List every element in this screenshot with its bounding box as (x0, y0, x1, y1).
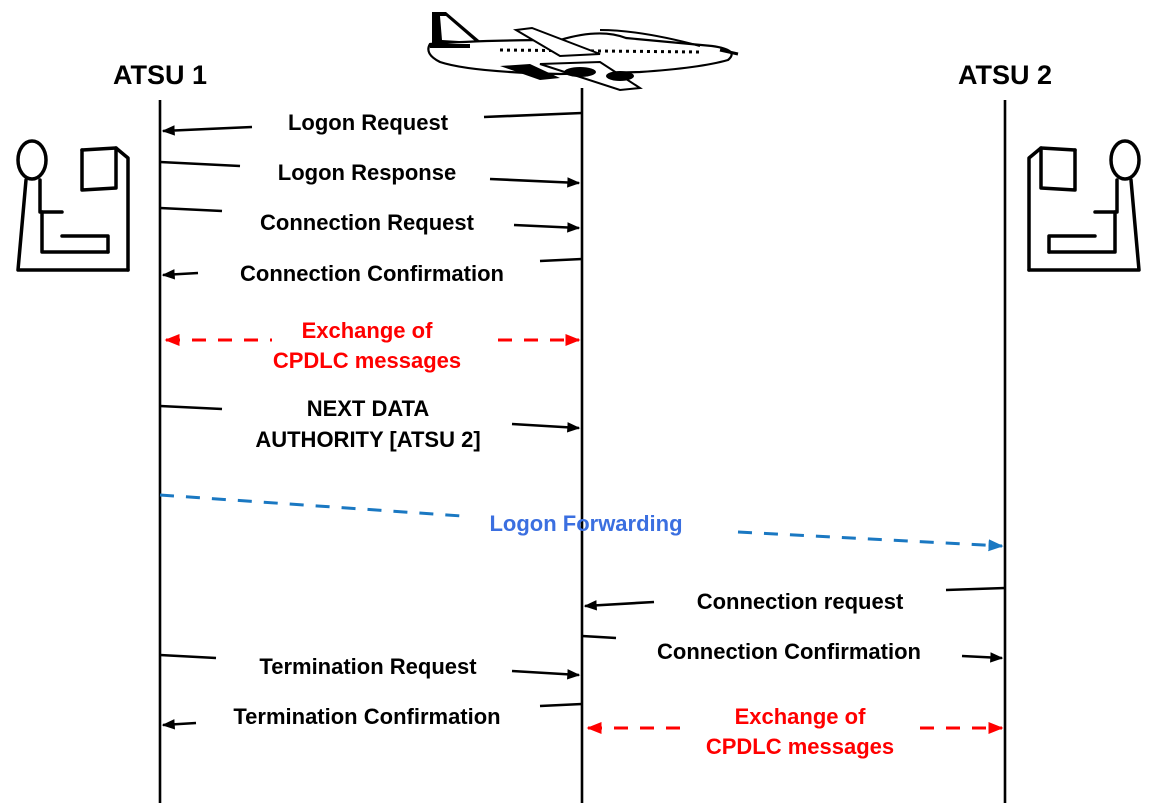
air-traffic-controller-icon (1027, 139, 1141, 272)
atsu1-header: ATSU 1 (113, 60, 207, 90)
air-traffic-controller-icon (16, 139, 130, 272)
logon-response-label: Logon Response (278, 160, 456, 185)
airplane-icon (427, 12, 739, 92)
termination-confirmation-message: Termination Confirmation (161, 702, 583, 730)
termination-request-label: Termination Request (259, 654, 477, 679)
termination-request-message: Termination Request (159, 653, 581, 680)
cpdlc-exchange-1-line1: Exchange of (302, 318, 433, 343)
termination-confirmation-label: Termination Confirmation (233, 704, 500, 729)
logon-forwarding-message: Logon Forwarding (159, 493, 1004, 552)
logon-request-message: Logon Request (161, 110, 583, 136)
connection-confirmation-2-message: Connection Confirmation (581, 634, 1004, 664)
nda-label-line2: AUTHORITY [ATSU 2] (255, 427, 480, 452)
connection-confirmation-message: Connection Confirmation (161, 257, 583, 286)
logon-response-message: Logon Response (159, 160, 581, 188)
connection-request-2-message: Connection request (583, 586, 1006, 614)
connection-request-message: Connection Request (159, 206, 581, 235)
connection-request-2-label: Connection request (697, 589, 904, 614)
connection-confirmation-2-label: Connection Confirmation (657, 639, 921, 664)
cpdlc-exchange-1: Exchange of CPDLC messages (164, 318, 581, 373)
cpdlc-exchange-1-line2: CPDLC messages (273, 348, 461, 373)
atsu2-header: ATSU 2 (958, 60, 1052, 90)
connection-request-label: Connection Request (260, 210, 475, 235)
connection-confirmation-label: Connection Confirmation (240, 261, 504, 286)
logon-request-label: Logon Request (288, 110, 449, 135)
cpdlc-exchange-2: Exchange of CPDLC messages (586, 704, 1004, 759)
cpdlc-exchange-2-line1: Exchange of (735, 704, 866, 729)
cpdlc-exchange-2-line2: CPDLC messages (706, 734, 894, 759)
logon-forwarding-label: Logon Forwarding (489, 511, 682, 536)
nda-label-line1: NEXT DATA (307, 396, 430, 421)
next-data-authority-message: NEXT DATA AUTHORITY [ATSU 2] (159, 396, 581, 452)
